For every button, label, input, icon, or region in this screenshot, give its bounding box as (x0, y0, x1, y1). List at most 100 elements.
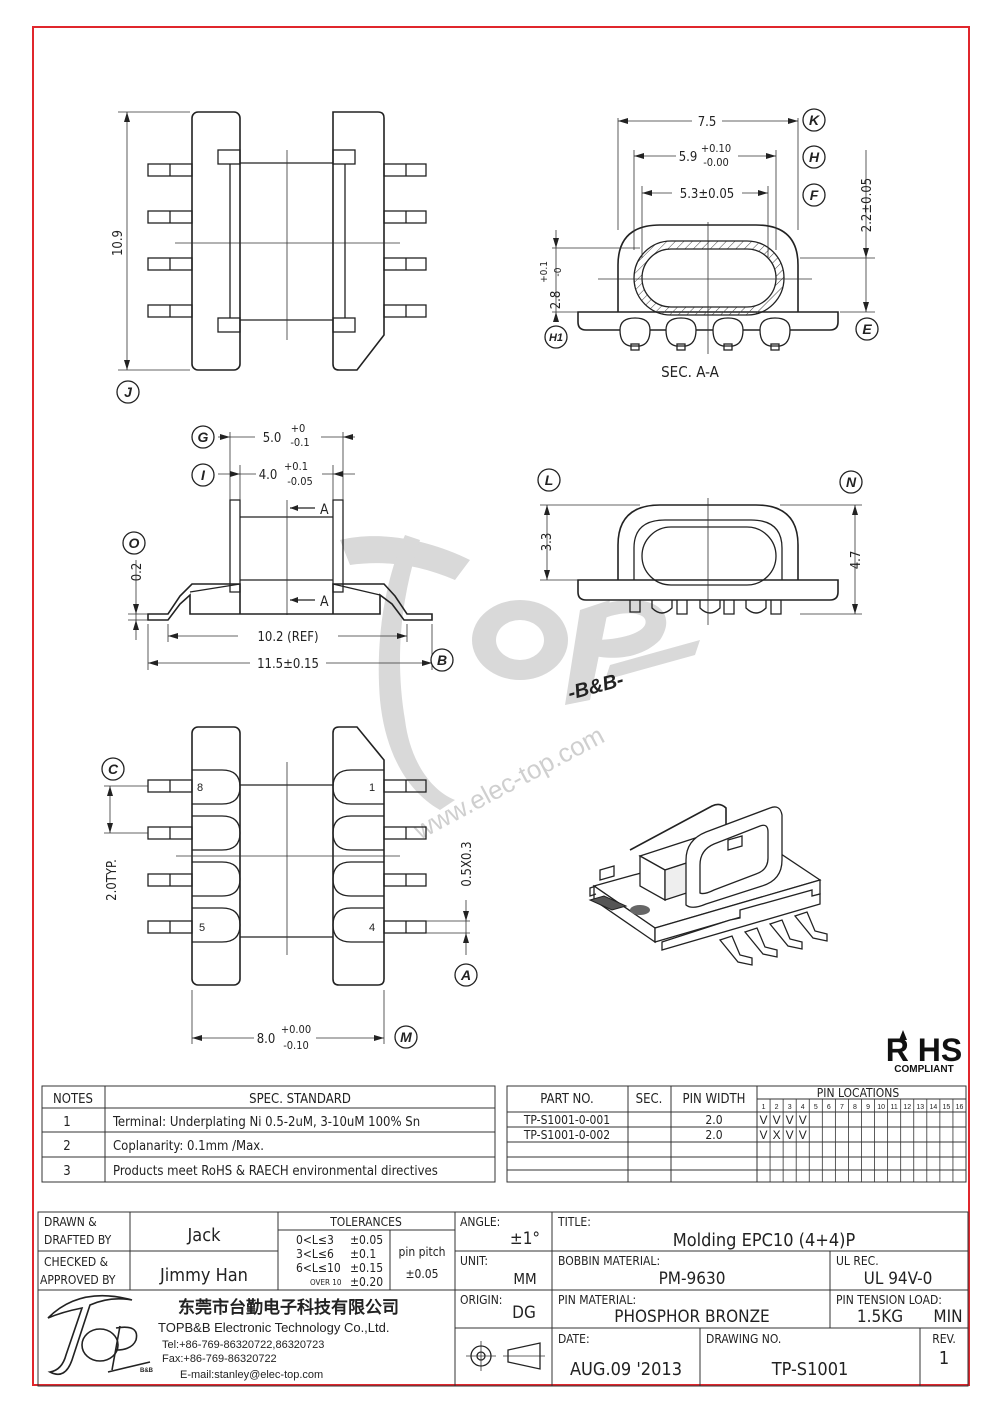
section-mark-top: A (320, 502, 329, 518)
note-text: Coplanarity: 0.1mm /Max. (113, 1139, 264, 1154)
approved-by: Jimmy Han (159, 1265, 248, 1286)
dim-2-8: 2.8 (549, 291, 564, 310)
isometric-view (588, 803, 828, 966)
pin-label-8: 8 (197, 782, 203, 794)
pin-mark: X (773, 1128, 781, 1142)
balloon-l: L (545, 472, 554, 488)
bottom-view: 8 1 5 4 2.0TYP. C 0.5X0.3 A 8.0 +0.00 -0… (101, 726, 478, 1052)
dim-4-7: 4.7 (849, 551, 864, 570)
rev-label: REV. (932, 1332, 956, 1346)
drafted-label: DRAFTED BY (44, 1233, 112, 1247)
balloon-n: N (846, 474, 857, 490)
balloon-a: A (460, 967, 471, 983)
pin-number: 5 (814, 1104, 818, 1111)
pin-material-label: PIN MATERIAL: (558, 1293, 636, 1307)
company-en: TOPB&B Electronic Technology Co.,Ltd. (158, 1320, 389, 1335)
dim-0-5x0-3: 0.5X0.3 (460, 841, 475, 886)
pin-number: 14 (929, 1104, 937, 1111)
approved-label: APPROVED BY (40, 1273, 116, 1287)
pin-mark: V (786, 1113, 794, 1127)
tol-value: ±0.15 (350, 1261, 383, 1275)
date-label: DATE: (558, 1332, 590, 1346)
pin-number: 8 (853, 1104, 857, 1111)
balloon-h1: H1 (549, 332, 563, 344)
tolerances-label: TOLERANCES (329, 1215, 402, 1229)
tension-value: 1.5KG (857, 1307, 903, 1327)
dim-2-8-tol-up: +0.1 (539, 261, 550, 283)
dim-4-0: 4.0 (259, 468, 278, 483)
dim-0-2: 0.2 (130, 563, 145, 582)
pin-pitch-value: ±0.05 (405, 1267, 438, 1281)
unit-label: UNIT: (460, 1254, 488, 1268)
tol-range: 6<L≤10 (296, 1261, 341, 1275)
notes-header-spec: SPEC. STANDARD (249, 1092, 351, 1107)
pin-material-value: PHOSPHOR BRONZE (614, 1307, 769, 1327)
part-width: 2.0 (705, 1113, 722, 1127)
parts-header-pins: PIN LOCATIONS (817, 1086, 900, 1100)
angle-value: ±1° (510, 1229, 540, 1249)
notes-header-notes: NOTES (53, 1092, 93, 1107)
dim-2-2: 2.2±0.05 (860, 178, 875, 232)
parts-header-width: PIN WIDTH (683, 1092, 746, 1107)
side-view: A A 5.0 +0 -0.1 4.0 +0.1 -0.05 G I 0.2 (122, 422, 454, 672)
balloon-h: H (809, 149, 820, 165)
company-cn: 东莞市台勤电子科技有限公司 (178, 1297, 399, 1317)
dim-5-0-tol-dn: -0.1 (290, 436, 309, 449)
pin-pitch-label: pin pitch (399, 1245, 446, 1259)
pin-mark: V (799, 1128, 807, 1142)
company-logo: B&B (47, 1294, 154, 1376)
pin-number: 1 (762, 1104, 766, 1111)
drawing-no-value: TP-S1001 (771, 1359, 849, 1380)
company-email: E-mail:stanley@elec-top.com (180, 1369, 323, 1381)
rev-value: 1 (939, 1348, 949, 1369)
tol-value: ±0.1 (350, 1247, 376, 1261)
pin-number: 13 (916, 1104, 924, 1111)
pin-number: 10 (877, 1104, 885, 1111)
title-block: DRAWN & DRAFTED BY Jack CHECKED & APPROV… (37, 1211, 969, 1387)
dim-3-3: 3.3 (540, 533, 555, 552)
pin-number: 3 (788, 1104, 792, 1111)
watermark-url: www.elec-top.com (408, 720, 609, 846)
balloon-k: K (809, 112, 820, 128)
pin-label-5: 5 (199, 922, 205, 934)
note-no: 1 (63, 1115, 70, 1130)
company-tel: Tel:+86-769-86320722,86320723 (162, 1339, 324, 1351)
pin-number: 12 (903, 1104, 911, 1111)
pin-number: 7 (840, 1104, 844, 1111)
pin-mark: V (760, 1113, 768, 1127)
projection-symbol-icon (466, 1341, 545, 1371)
dim-5-0: 5.0 (263, 431, 282, 446)
note-no: 3 (63, 1164, 70, 1179)
watermark: -B&B- www.elec-top.com (340, 535, 700, 846)
dim-5-0-tol-up: +0 (291, 422, 306, 435)
drawn-label: DRAWN & (44, 1215, 97, 1229)
date-value: AUG.09 '2013 (570, 1359, 682, 1380)
pin-mark: V (760, 1128, 768, 1142)
balloon-b: B (437, 652, 447, 668)
balloon-f: F (810, 187, 819, 203)
dim-5-9-tol-up: +0.10 (701, 142, 731, 155)
dim-4-0-tol-dn: -0.05 (287, 475, 313, 488)
dim-10-9: 10.9 (111, 230, 126, 256)
pin-number: 11 (891, 1104, 898, 1111)
dim-8-0: 8.0 (257, 1032, 276, 1047)
ul-value: UL 94V-0 (864, 1269, 933, 1289)
dim-8-0-tol-up: +0.00 (281, 1023, 311, 1036)
rohs-sub: COMPLIANT (894, 1064, 953, 1075)
ul-label: UL REC. (836, 1254, 879, 1268)
section-label: SEC. A-A (661, 363, 720, 381)
section-mark-bottom: A (320, 594, 329, 610)
pin-number: 6 (827, 1104, 831, 1111)
origin-value: DG (512, 1303, 536, 1323)
title-value: Molding EPC10 (4+4)P (673, 1230, 856, 1251)
part-no: TP-S1001-0-002 (523, 1128, 610, 1142)
tol-range: OVER 10 (310, 1278, 342, 1287)
part-no: TP-S1001-0-001 (523, 1113, 610, 1127)
top-view: 10.9 J (111, 111, 427, 404)
tol-range: 0<L≤3 (296, 1233, 334, 1247)
dim-11-5: 11.5±0.15 (257, 657, 319, 672)
drawn-by: Jack (187, 1225, 222, 1246)
balloon-m: M (400, 1029, 412, 1045)
